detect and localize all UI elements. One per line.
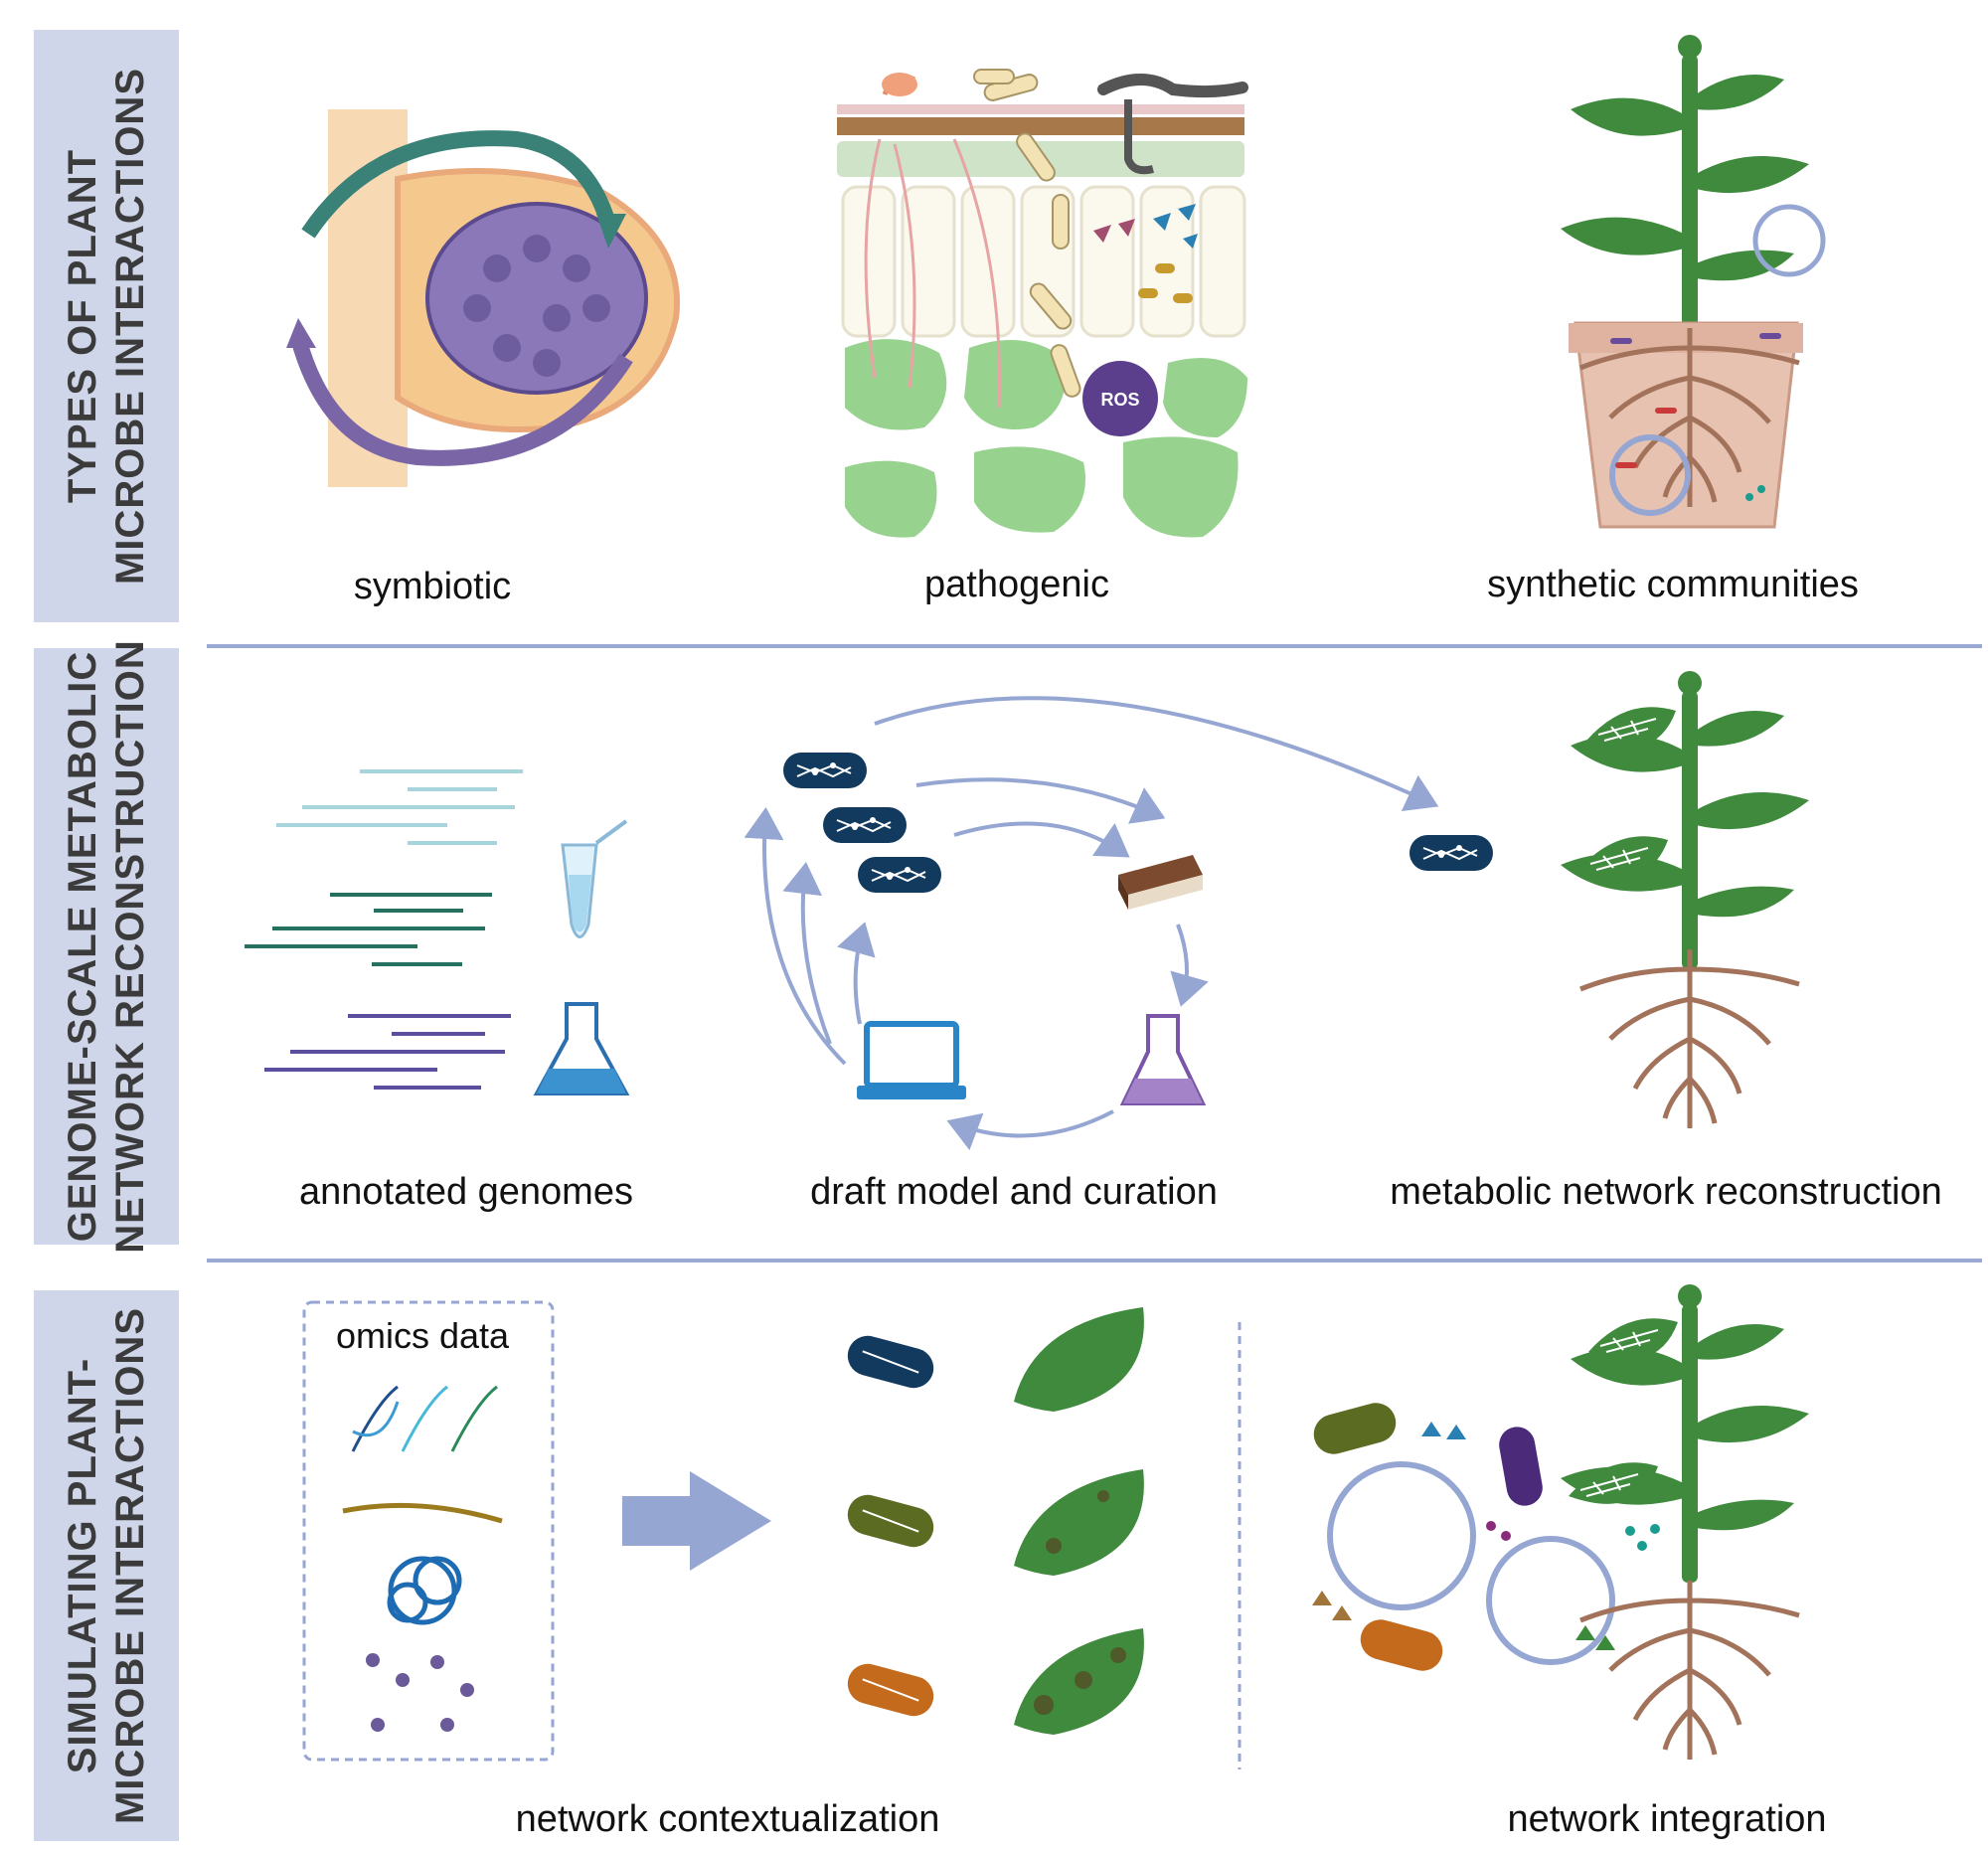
caption-symbiotic: symbiotic: [354, 566, 511, 607]
contextualization-arrow: [622, 1471, 771, 1571]
flask-purple-icon: [1119, 1014, 1207, 1105]
caption-network-contextualization: network contextualization: [516, 1798, 940, 1840]
dna-helix-icon: [351, 1385, 498, 1452]
row-divider-1: [207, 644, 1982, 648]
ros-label: ROS: [1100, 390, 1139, 410]
caption-draft-model: draft model and curation: [810, 1171, 1218, 1213]
caption-network-integration: network integration: [1507, 1798, 1826, 1840]
laptop-icon: [857, 1021, 966, 1099]
test-tube-icon: [561, 819, 628, 938]
network-integration-illustration: [1312, 1284, 1809, 1760]
rna-strand-icon: [342, 1502, 503, 1524]
flask-icon: [533, 1002, 630, 1095]
metabolite-icon: [366, 1653, 474, 1732]
book-icon: [1118, 855, 1203, 910]
synthetic-communities-plant-illustration: [1561, 35, 1826, 529]
caption-synthetic: synthetic communities: [1487, 564, 1859, 605]
omics-data-title: omics data: [336, 1315, 510, 1356]
caption-metabolic-reconstruction: metabolic network reconstruction: [1390, 1171, 1941, 1213]
contextualized-leaves: [1014, 1307, 1144, 1735]
caption-annotated-genomes: annotated genomes: [299, 1171, 633, 1213]
symbiotic-nodule-illustration: [286, 109, 680, 487]
draft-model-curation-illustration: [744, 696, 1439, 1151]
pathogenic-leaf-section-illustration: ROS: [837, 69, 1248, 538]
contextualized-bacteria: [847, 1335, 934, 1717]
side-label-simulating: SIMULATING PLANT-MICROBE INTERACTIONS: [34, 1290, 179, 1841]
metabolic-reconstruction-plant-illustration: [1408, 671, 1809, 1128]
protein-icon: [387, 1556, 462, 1625]
annotated-genomes-illustration: [245, 769, 630, 1095]
omics-data-box: [302, 1300, 555, 1762]
caption-pathogenic: pathogenic: [924, 564, 1109, 605]
row-divider-2: [207, 1259, 1982, 1262]
